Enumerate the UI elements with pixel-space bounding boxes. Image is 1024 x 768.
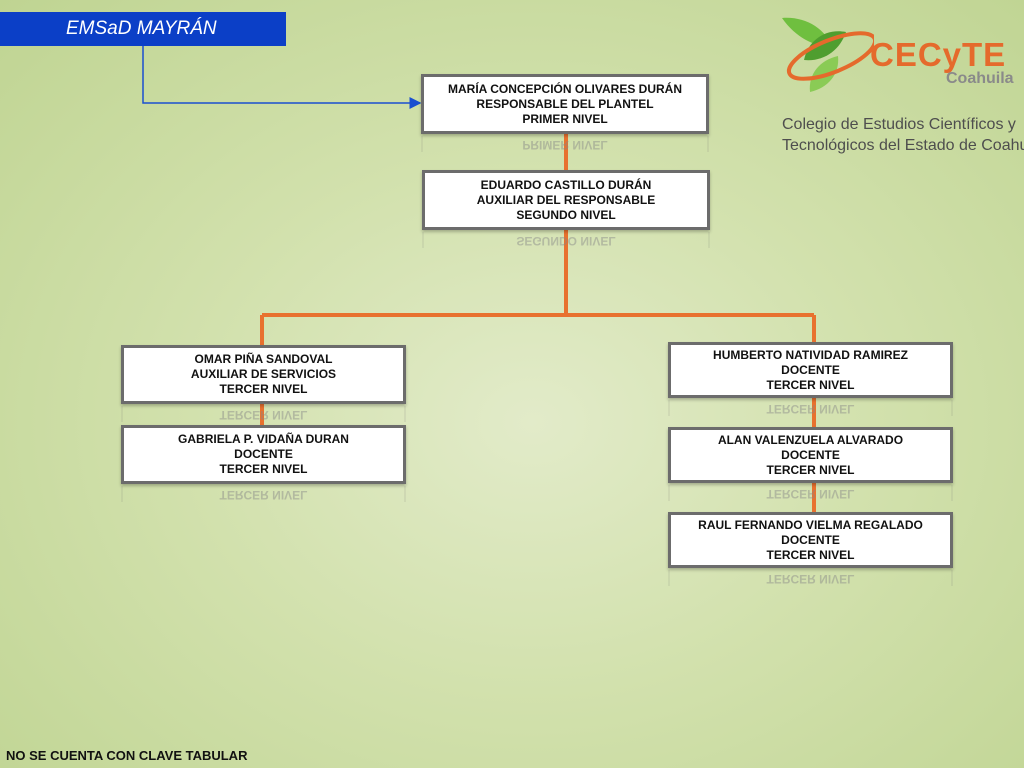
footer-note: NO SE CUENTA CON CLAVE TABULAR [6, 748, 248, 763]
node-name: EDUARDO CASTILLO DURÁN [480, 177, 652, 192]
node-name: GABRIELA P. VIDAÑA DURAN [178, 432, 349, 446]
cecyte-logo: CECyTE Coahuila Colegio de Estudios Cien… [774, 14, 1024, 164]
node-role: DOCENTE [234, 447, 293, 461]
node-role: DOCENTE [781, 362, 840, 377]
node-level: TERCER NIVEL [219, 462, 308, 476]
node-reflection: TERCER NIVEL [668, 400, 953, 416]
node-level: TERCER NIVEL [766, 547, 855, 562]
title-pointer-arrow [142, 46, 422, 109]
node-reflection: TERCER NIVEL [668, 485, 953, 501]
node-teacher-4: RAUL FERNANDO VIELMA REGALADO DOCENTE TE… [668, 512, 953, 568]
node-role: DOCENTE [781, 532, 840, 547]
node-name: RAUL FERNANDO VIELMA REGALADO [698, 517, 923, 532]
node-name: HUMBERTO NATIVIDAD RAMIREZ [713, 347, 908, 362]
node-role: RESPONSABLE DEL PLANTEL [476, 96, 654, 111]
node-role: AUXILIAR DE SERVICIOS [190, 367, 337, 381]
node-level: TERCER NIVEL [219, 382, 308, 396]
logo-description-line: Tecnológicos del Estado de Coahuila [782, 137, 1024, 154]
node-reflection: PRIMER NIVEL [421, 136, 709, 152]
node-role: AUXILIAR DEL RESPONSABLE [476, 192, 656, 207]
logo-state: Coahuila [946, 70, 1014, 87]
node-level: TERCER NIVEL [766, 462, 855, 477]
node-name: OMAR PIÑA SANDOVAL [194, 352, 333, 366]
org-connectors [260, 133, 816, 514]
node-role: DOCENTE [781, 447, 840, 462]
leaf-emblem-icon [782, 17, 874, 92]
node-reflection: TERCER NIVEL [668, 570, 953, 586]
node-director: MARÍA CONCEPCIÓN OLIVARES DURÁN RESPONSA… [421, 74, 709, 134]
node-level: SEGUNDO NIVEL [516, 207, 616, 222]
node-level: TERCER NIVEL [766, 377, 855, 392]
node-reflection: SEGUNDO NIVEL [422, 232, 710, 248]
node-name: ALAN VALENZUELA ALVARADO [717, 432, 904, 447]
logo-description: Colegio de Estudios Científicos y Tecnol… [782, 114, 1024, 156]
logo-description-line: Colegio de Estudios Científicos y [782, 116, 1016, 133]
node-teacher-3: ALAN VALENZUELA ALVARADO DOCENTE TERCER … [668, 427, 953, 483]
campus-title: EMSaD MAYRÁN [0, 12, 286, 46]
logo-brand: CECyTE [870, 36, 1007, 73]
node-level: PRIMER NIVEL [522, 111, 608, 126]
node-assistant: EDUARDO CASTILLO DURÁN AUXILIAR DEL RESP… [422, 170, 710, 230]
node-teacher-2: HUMBERTO NATIVIDAD RAMIREZ DOCENTE TERCE… [668, 342, 953, 398]
node-name: MARÍA CONCEPCIÓN OLIVARES DURÁN [447, 81, 682, 96]
node-reflection: TERCER NIVEL [121, 406, 406, 422]
node-services: OMAR PIÑA SANDOVAL AUXILIAR DE SERVICIOS… [121, 345, 406, 404]
node-teacher-1: GABRIELA P. VIDAÑA DURAN DOCENTE TERCER … [121, 425, 406, 484]
node-reflection: TERCER NIVEL [121, 486, 406, 502]
